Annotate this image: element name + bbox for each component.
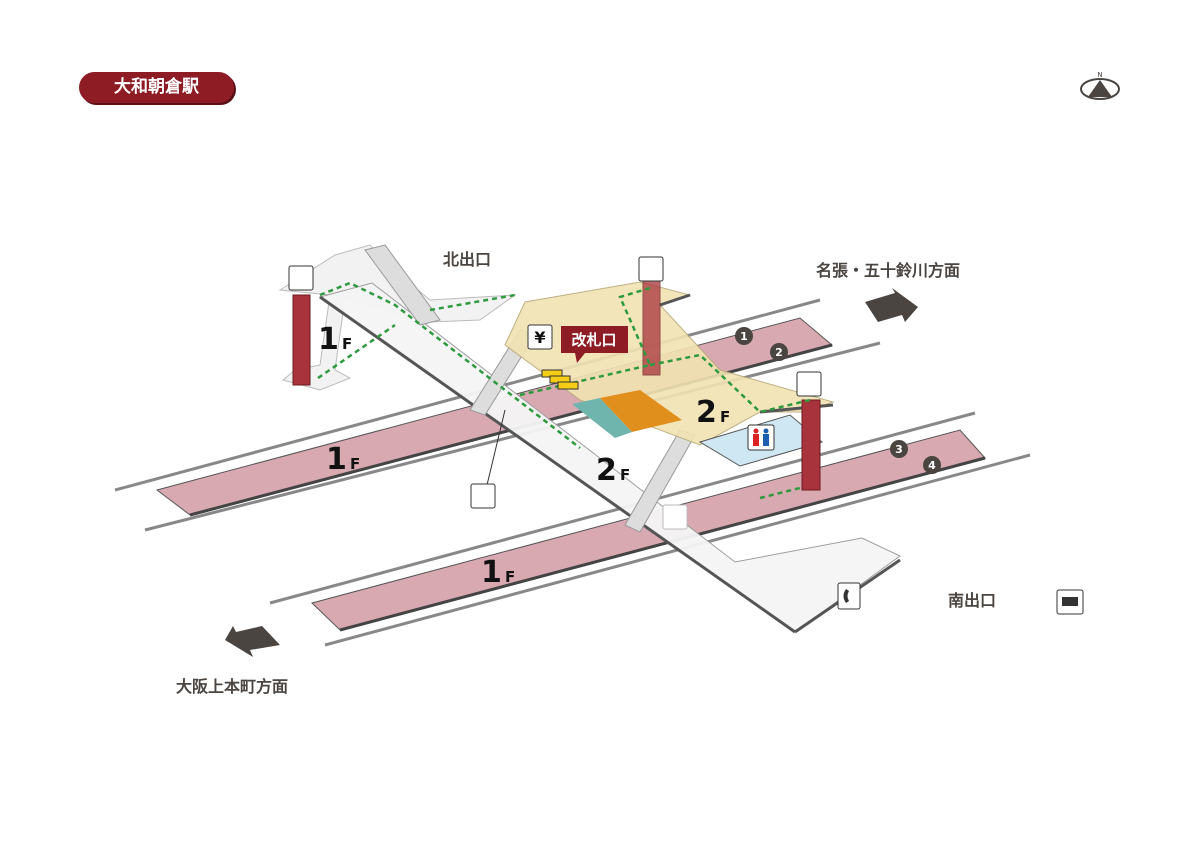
telephone-icon xyxy=(837,582,861,610)
north-compass-icon: N xyxy=(1080,71,1120,100)
svg-text:F: F xyxy=(350,455,360,473)
svg-text:N: N xyxy=(1097,71,1102,79)
north-exit-label: 北出口 xyxy=(443,250,491,269)
south-exit-label: 南出口 xyxy=(948,591,996,610)
elevators xyxy=(292,279,821,491)
svg-text:¥: ¥ xyxy=(534,328,545,347)
orange-area xyxy=(600,390,682,432)
svg-text:3: 3 xyxy=(895,443,903,456)
gate-label: 改札口 xyxy=(561,326,628,363)
waiting-room-icon xyxy=(470,409,688,530)
platform-numbers: 1 2 3 4 xyxy=(735,327,941,474)
arrow-east-icon xyxy=(865,288,918,322)
bus-icon xyxy=(1056,589,1084,615)
svg-text:1: 1 xyxy=(326,442,347,477)
svg-text:F: F xyxy=(505,568,515,586)
svg-text:1: 1 xyxy=(740,330,748,343)
arrow-west-icon xyxy=(225,626,280,657)
station-name-badge: 大和朝倉駅 xyxy=(79,72,234,103)
ticket-machine-icon: ¥ xyxy=(527,324,553,350)
svg-text:2: 2 xyxy=(775,346,783,359)
svg-text:F: F xyxy=(720,408,730,426)
svg-text:4: 4 xyxy=(928,459,936,472)
elevator-icon xyxy=(288,256,822,397)
restroom-icon xyxy=(747,424,775,451)
direction-east-label: 名張・五十鈴川方面 xyxy=(816,261,960,280)
svg-text:F: F xyxy=(620,466,630,484)
accessible-route xyxy=(317,281,811,500)
direction-west-label: 大阪上本町方面 xyxy=(176,677,288,696)
ticket-gate-icon xyxy=(541,369,579,390)
svg-text:1: 1 xyxy=(318,322,339,357)
svg-text:2: 2 xyxy=(596,453,617,488)
teal-area xyxy=(572,398,632,438)
svg-text:F: F xyxy=(342,335,352,353)
svg-text:2: 2 xyxy=(696,395,717,430)
svg-text:改札口: 改札口 xyxy=(571,331,616,349)
svg-text:1: 1 xyxy=(481,555,502,590)
